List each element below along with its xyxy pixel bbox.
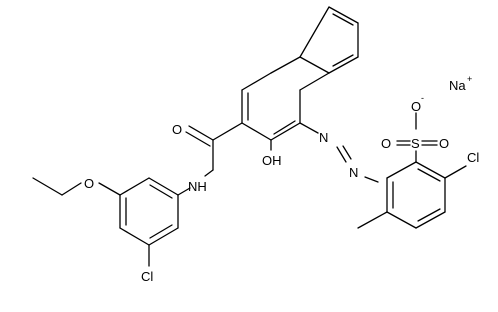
- chlorine-bottom-label: Cl: [141, 269, 153, 284]
- sulfonate-group: [396, 112, 438, 163]
- azo-linkage: [299, 122, 379, 183]
- chlorine-right-label: Cl: [467, 150, 479, 165]
- naphthalene-lower-ring: [241, 56, 330, 141]
- aryl-chloride-right-bond: [444, 165, 467, 179]
- oxygen-charge-label: -: [421, 93, 424, 103]
- right-phenyl-ring: [386, 161, 446, 229]
- hydroxyl-label: OH: [262, 153, 282, 168]
- amide-nh-label: NH: [188, 179, 207, 194]
- left-phenyl-ring: [119, 177, 179, 246]
- methyl-bond: [357, 211, 388, 229]
- naphthalene-upper-ring: [299, 6, 359, 74]
- ether-oxygen-label: O: [84, 176, 94, 191]
- sodium-label: Na: [449, 78, 466, 93]
- carbonyl-oxygen-label: O: [172, 122, 182, 137]
- sulfonyl-oxygen-left-label: O: [381, 136, 391, 151]
- sulfonyl-oxygen-right-label: O: [439, 136, 449, 151]
- sulfonate-oxygen-label: O: [411, 99, 421, 114]
- ethoxy-group: [32, 177, 121, 196]
- amide-group: [177, 122, 243, 196]
- azo-nitrogen-upper-label: N: [319, 130, 328, 145]
- sulfur-label: S: [411, 136, 420, 151]
- azo-nitrogen-lower-label: N: [349, 165, 358, 180]
- sodium-charge-label: +: [467, 74, 472, 84]
